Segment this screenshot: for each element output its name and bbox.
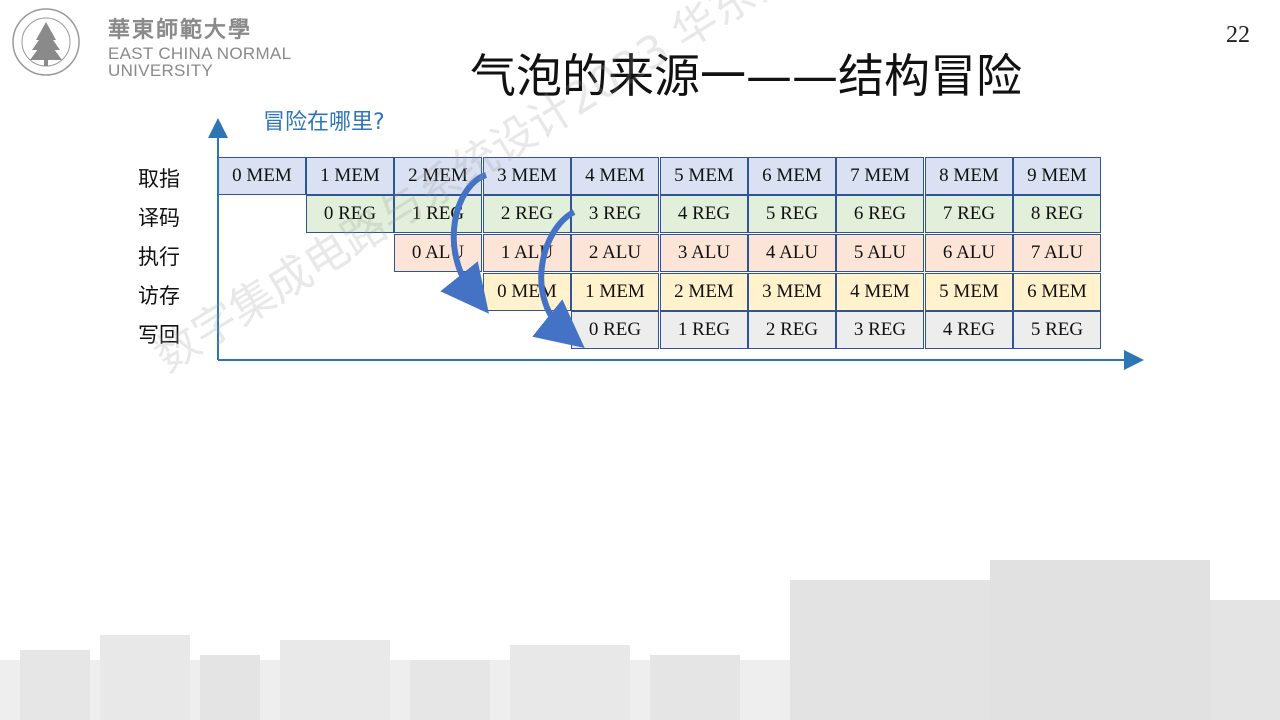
- pipeline-cell-memory: 1 MEM: [571, 273, 659, 311]
- pipeline-cell-writeback: 5 REG: [1013, 311, 1101, 349]
- logo-english-name-line1: EAST CHINA NORMAL: [108, 44, 292, 63]
- stage-label-decode: 译码: [138, 206, 180, 230]
- pipeline-cell-writeback: 0 REG: [571, 311, 659, 349]
- page-number: 22: [1226, 22, 1250, 48]
- pipeline-cell-fetch: 1 MEM: [306, 157, 394, 195]
- pipeline-cell-fetch: 0 MEM: [218, 157, 306, 195]
- pipeline-cell-decode: 1 REG: [394, 195, 482, 233]
- slide-title: 气泡的来源一——结构冒险: [470, 49, 1022, 103]
- pipeline-cell-execute: 6 ALU: [925, 234, 1013, 272]
- pipeline-cell-writeback: 4 REG: [925, 311, 1013, 349]
- university-emblem-icon: [12, 8, 80, 76]
- pipeline-cell-memory: 5 MEM: [925, 273, 1013, 311]
- pipeline-cell-decode: 5 REG: [748, 195, 836, 233]
- pipeline-cell-execute: 0 ALU: [394, 234, 482, 272]
- pipeline-cell-fetch: 9 MEM: [1013, 157, 1101, 195]
- pipeline-cell-memory: 0 MEM: [483, 273, 571, 311]
- pipeline-cell-decode: 3 REG: [571, 195, 659, 233]
- stage-label-writeback: 写回: [138, 323, 180, 347]
- slide-subtitle: 冒险在哪里?: [263, 110, 385, 135]
- pipeline-cell-decode: 7 REG: [925, 195, 1013, 233]
- logo-english-name-line2: UNIVERSITY: [108, 61, 214, 80]
- pipeline-cell-decode: 6 REG: [836, 195, 924, 233]
- pipeline-cell-decode: 4 REG: [660, 195, 748, 233]
- pipeline-cell-memory: 3 MEM: [748, 273, 836, 311]
- pipeline-cell-fetch: 2 MEM: [394, 157, 482, 195]
- pipeline-cell-writeback: 3 REG: [836, 311, 924, 349]
- campus-skyline-image: [0, 560, 1280, 720]
- pipeline-cell-writeback: 2 REG: [748, 311, 836, 349]
- pipeline-cell-fetch: 8 MEM: [925, 157, 1013, 195]
- pipeline-cell-writeback: 1 REG: [660, 311, 748, 349]
- pipeline-cell-memory: 6 MEM: [1013, 273, 1101, 311]
- pipeline-cell-memory: 4 MEM: [836, 273, 924, 311]
- pipeline-cell-execute: 3 ALU: [660, 234, 748, 272]
- pipeline-cell-memory: 2 MEM: [660, 273, 748, 311]
- stage-label-fetch: 取指: [138, 167, 180, 191]
- pipeline-cell-execute: 7 ALU: [1013, 234, 1101, 272]
- pipeline-cell-execute: 4 ALU: [748, 234, 836, 272]
- pipeline-cell-decode: 0 REG: [306, 195, 394, 233]
- pipeline-cell-execute: 5 ALU: [836, 234, 924, 272]
- stage-label-memory: 访存: [138, 284, 180, 308]
- pipeline-cell-execute: 2 ALU: [571, 234, 659, 272]
- logo-chinese-name: 華東師範大學: [108, 17, 253, 43]
- pipeline-cell-execute: 1 ALU: [483, 234, 571, 272]
- stage-label-execute: 执行: [138, 245, 180, 269]
- university-logo: 華東師範大學 EAST CHINA NORMAL UNIVERSITY: [10, 6, 300, 80]
- pipeline-cell-decode: 8 REG: [1013, 195, 1101, 233]
- pipeline-cell-fetch: 7 MEM: [836, 157, 924, 195]
- pipeline-cell-fetch: 3 MEM: [483, 157, 571, 195]
- pipeline-cell-fetch: 4 MEM: [571, 157, 659, 195]
- pipeline-cell-decode: 2 REG: [483, 195, 571, 233]
- pipeline-cell-fetch: 6 MEM: [748, 157, 836, 195]
- pipeline-cell-fetch: 5 MEM: [660, 157, 748, 195]
